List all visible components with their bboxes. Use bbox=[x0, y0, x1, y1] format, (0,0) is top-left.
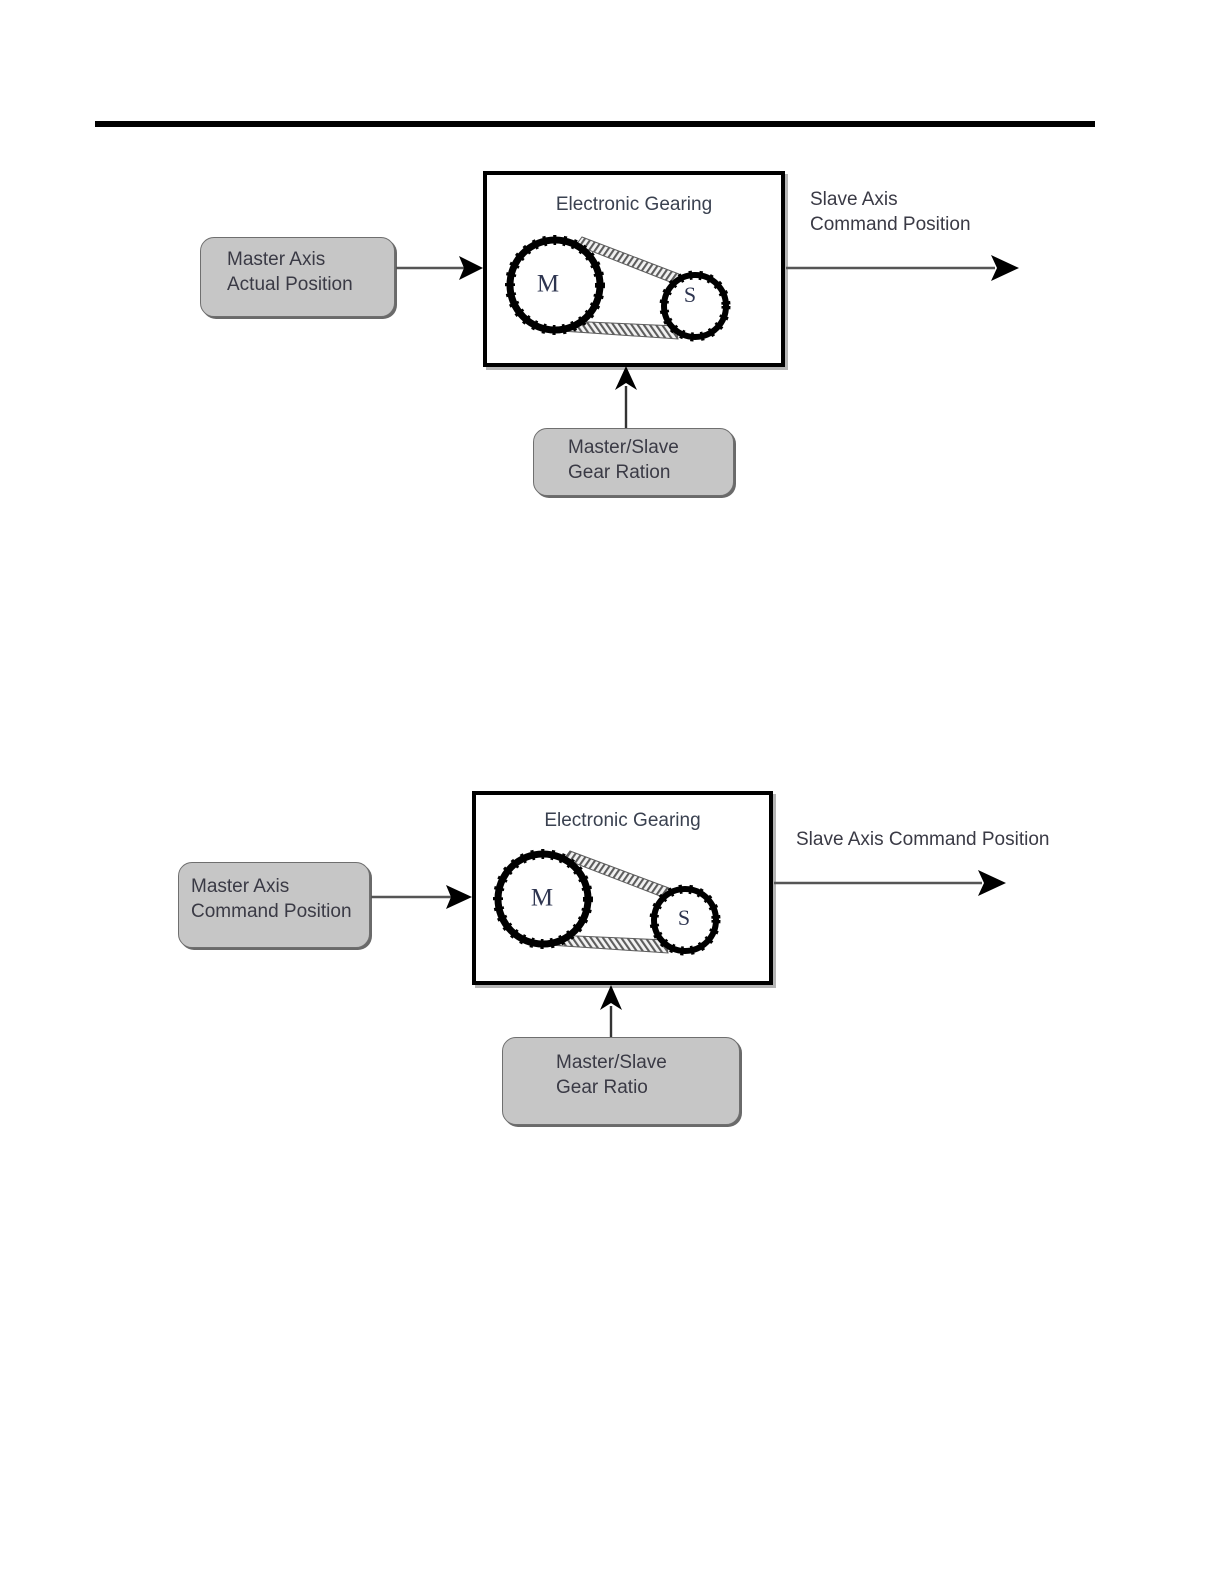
master-axis-actual-position-label: Master Axis Actual Position bbox=[227, 247, 353, 297]
label-line-1: Slave Axis Command Position bbox=[796, 829, 1050, 850]
label-line-1: Master/Slave bbox=[556, 1052, 667, 1073]
electronic-gearing-title: Electronic Gearing bbox=[555, 194, 713, 215]
master-slave-gear-ratio-label: Master/Slave Gear Ratio bbox=[556, 1050, 667, 1100]
electronic-gearing-box: Electronic Gearing bbox=[472, 791, 773, 985]
master-slave-gear-ration-label: Master/Slave Gear Ration bbox=[568, 435, 679, 485]
master-axis-command-position-label: Master Axis Command Position bbox=[191, 874, 352, 924]
label-line-2: Gear Ration bbox=[568, 462, 671, 483]
master-axis-command-position-box: Master Axis Command Position bbox=[178, 862, 370, 948]
electronic-gearing-title: Electronic Gearing bbox=[544, 810, 701, 831]
label-line-1: Master Axis bbox=[191, 876, 290, 897]
label-line-2: Command Position bbox=[810, 214, 971, 235]
slave-axis-command-position-label: Slave Axis Command Position bbox=[810, 187, 971, 237]
slave-axis-command-position-label: Slave Axis Command Position bbox=[796, 827, 1049, 852]
header-divider bbox=[95, 121, 1095, 127]
label-line-1: Slave Axis bbox=[810, 189, 898, 210]
master-slave-gear-ratio-box: Master/Slave Gear Ratio bbox=[502, 1037, 740, 1125]
diagram-electronic-gearing-command-position: Master Axis Command Position Electronic … bbox=[178, 791, 1049, 1125]
master-slave-gear-ration-box: Master/Slave Gear Ration bbox=[533, 428, 734, 496]
label-line-2: Actual Position bbox=[227, 274, 353, 295]
master-axis-actual-position-box: Master Axis Actual Position bbox=[200, 237, 395, 317]
label-line-1: Master Axis bbox=[227, 249, 326, 270]
label-line-2: Gear Ratio bbox=[556, 1077, 648, 1098]
label-line-1: Master/Slave bbox=[568, 437, 679, 458]
label-line-2: Command Position bbox=[191, 901, 352, 922]
